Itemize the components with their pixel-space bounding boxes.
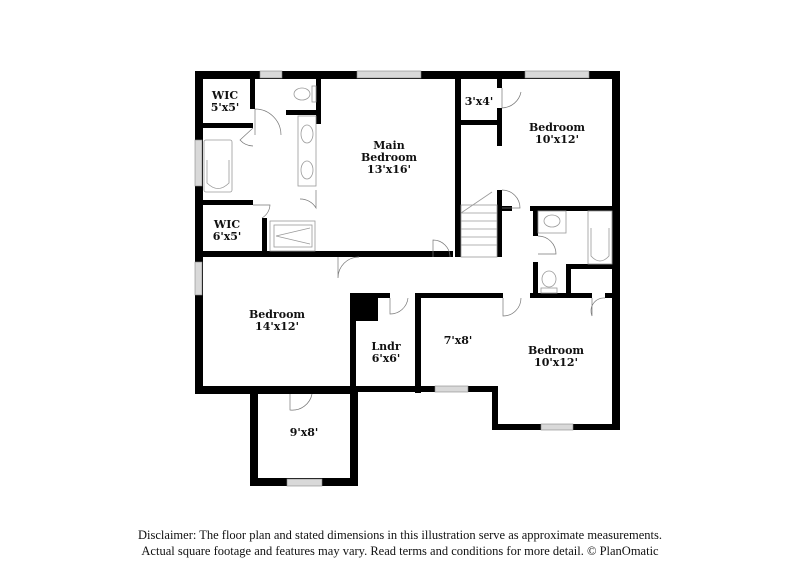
- room-dims: 6'x5': [212, 230, 242, 243]
- room-dims: 10'x12': [534, 356, 578, 369]
- room-dims: 14'x12': [255, 320, 299, 333]
- room-dims: 7'x8': [443, 334, 473, 347]
- room-name-line1: Main: [373, 139, 405, 152]
- room-name: Bedroom: [527, 344, 585, 357]
- doors: [239, 88, 606, 411]
- room-name: WIC: [213, 218, 241, 231]
- room-label-laundry: Lndr 6'x6': [371, 341, 400, 365]
- room-label-closet-3x4: 3'x4': [465, 96, 494, 108]
- room-name: WIC: [211, 89, 239, 102]
- disclaimer-line-1: Disclaimer: The floor plan and stated di…: [138, 528, 662, 542]
- disclaimer-line-2: Actual square footage and features may v…: [141, 544, 659, 558]
- room-name-line2: Bedroom: [360, 151, 418, 164]
- room-dims: 13'x16': [367, 163, 411, 176]
- room-name: Bedroom: [248, 308, 306, 321]
- room-name: Bedroom: [528, 121, 586, 134]
- room-dims: 10'x12': [535, 133, 579, 146]
- room-name: Lndr: [371, 340, 401, 353]
- room-dims: 6'x6': [371, 352, 401, 365]
- room-label-bedroom-w: Bedroom 14'x12': [249, 309, 305, 333]
- disclaimer: Disclaimer: The floor plan and stated di…: [0, 527, 800, 559]
- windows: [194, 70, 590, 487]
- room-dims: 5'x5': [210, 101, 240, 114]
- room-label-bedroom-ne: Bedroom 10'x12': [529, 122, 585, 146]
- room-label-main-bedroom: Main Bedroom 13'x16': [361, 140, 417, 176]
- room-label-bedroom-se: Bedroom 10'x12': [528, 345, 584, 369]
- fixtures: [203, 85, 613, 294]
- room-dims: 3'x4': [464, 95, 494, 108]
- room-label-wic-1: WIC 5'x5': [211, 90, 240, 114]
- room-label-9x8: 9'x8': [290, 427, 319, 439]
- room-label-nook-7x8: 7'x8': [444, 335, 473, 347]
- room-dims: 9'x8': [289, 426, 319, 439]
- room-label-wic-2: WIC 6'x5': [213, 219, 242, 243]
